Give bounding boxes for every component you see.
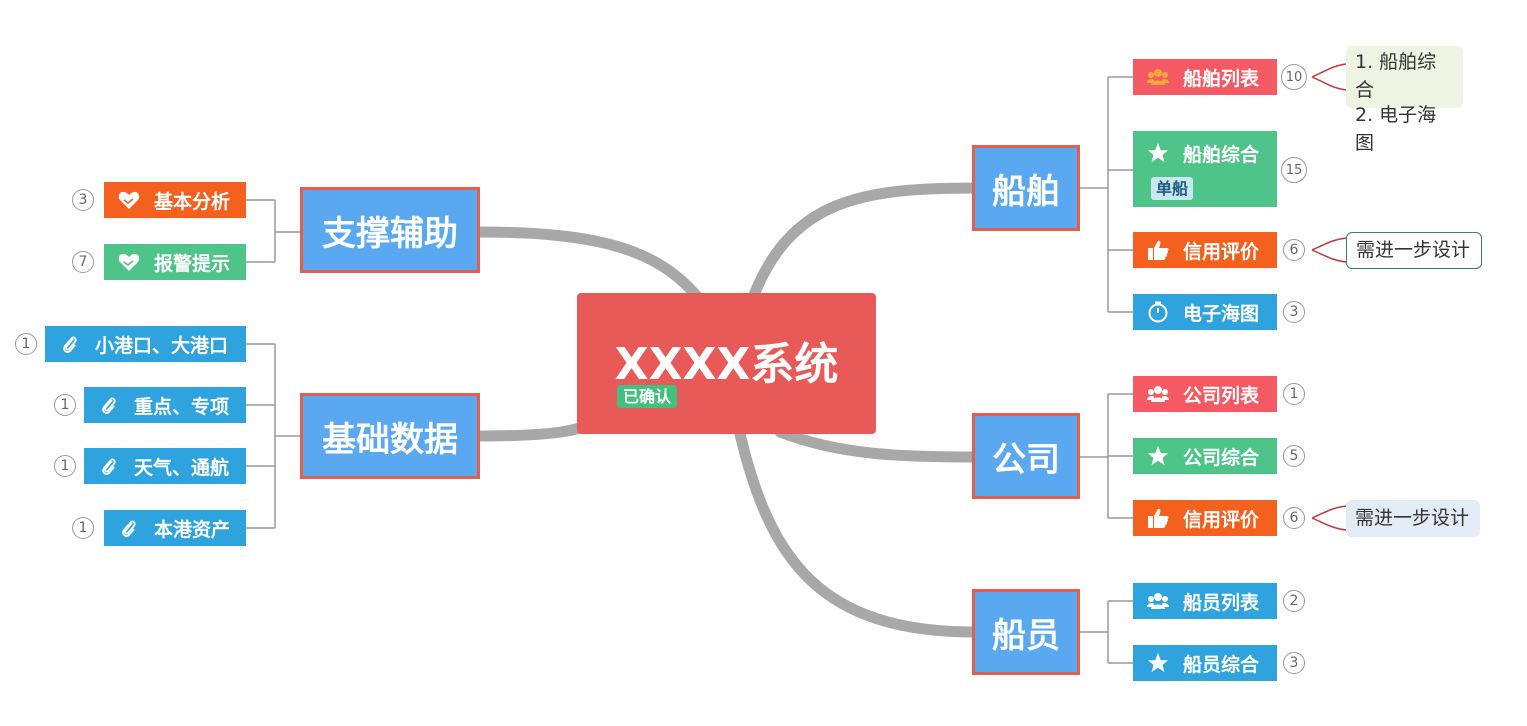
topic-crew-label: 船员 xyxy=(992,615,1060,656)
stopwatch-icon xyxy=(1147,301,1169,323)
status-badge: 已确认 xyxy=(617,385,678,408)
leaf-ship-overview[interactable]: 船舶综合 单船 xyxy=(1133,131,1277,207)
leaf-crew-list[interactable]: 船员列表 xyxy=(1133,583,1277,619)
count-badge: 1 xyxy=(1283,383,1305,405)
leaf-label: 电子海图 xyxy=(1183,302,1260,325)
topic-support-label: 支撑辅助 xyxy=(322,213,458,254)
leaf-alarm[interactable]: 报警提示 xyxy=(104,244,246,280)
count-badge: 3 xyxy=(1283,301,1305,323)
leaf-label: 船员列表 xyxy=(1183,591,1260,614)
note-bracket-3 xyxy=(1311,505,1347,531)
count-badge: 2 xyxy=(1283,590,1305,612)
count-badge: 1 xyxy=(54,394,76,416)
star-icon xyxy=(1147,445,1169,467)
note-bracket-1 xyxy=(1311,63,1347,91)
topic-ship-label: 船舶 xyxy=(992,171,1060,212)
note-company-credit[interactable]: 需进一步设计 xyxy=(1346,500,1480,537)
branch-crew xyxy=(734,428,981,638)
count-badge: 1 xyxy=(15,333,37,355)
twig-ship xyxy=(1080,76,1133,313)
count-badge: 3 xyxy=(1283,652,1305,674)
count-badge: 10 xyxy=(1281,64,1307,90)
topic-support[interactable]: 支撑辅助 xyxy=(300,187,480,273)
note-bracket-2 xyxy=(1311,237,1347,263)
leaf-crew-overview[interactable]: 船员综合 xyxy=(1133,645,1277,681)
count-badge: 15 xyxy=(1281,157,1307,183)
twig-crew xyxy=(1080,600,1133,664)
thumbs-up-icon xyxy=(1147,507,1169,529)
note-text: 需进一步设计 xyxy=(1356,239,1471,261)
leaf-label: 小港口、大港口 xyxy=(95,334,229,357)
note-text: 需进一步设计 xyxy=(1355,507,1470,529)
leaf-label: 船员综合 xyxy=(1183,653,1260,676)
leaf-ship-list[interactable]: 船舶列表 xyxy=(1133,59,1277,95)
topic-company-label: 公司 xyxy=(992,439,1060,480)
branch-support xyxy=(474,226,706,306)
note-line: 2. 电子海图 xyxy=(1355,104,1437,154)
leaf-label: 重点、专项 xyxy=(134,395,230,418)
count-badge: 1 xyxy=(72,517,94,539)
count-badge: 1 xyxy=(54,455,76,477)
count-badge: 6 xyxy=(1283,507,1305,529)
leaf-label: 船舶列表 xyxy=(1183,67,1260,90)
leaf-company-credit[interactable]: 信用评价 xyxy=(1133,500,1277,536)
count-badge: 3 xyxy=(72,189,94,211)
people-icon xyxy=(1147,66,1169,88)
leaf-ports[interactable]: 小港口、大港口 xyxy=(45,326,246,362)
leaf-electronic-chart[interactable]: 电子海图 xyxy=(1133,294,1277,330)
star-icon xyxy=(1147,652,1169,674)
leaf-key-projects[interactable]: 重点、专项 xyxy=(84,387,246,423)
leaf-label: 天气、通航 xyxy=(134,456,230,479)
twig-basic xyxy=(246,343,300,529)
people-icon xyxy=(1147,590,1169,612)
leaf-label: 基本分析 xyxy=(154,190,231,213)
paperclip-icon xyxy=(98,455,120,477)
handshake-heart-icon xyxy=(118,189,140,211)
count-badge: 5 xyxy=(1283,445,1305,467)
count-badge: 7 xyxy=(72,251,94,273)
count-badge: 6 xyxy=(1283,239,1305,261)
leaf-label: 报警提示 xyxy=(154,252,231,275)
leaf-label: 船舶综合 xyxy=(1183,143,1260,166)
topic-basic-data[interactable]: 基础数据 xyxy=(300,393,480,479)
paperclip-icon xyxy=(59,333,81,355)
leaf-label: 信用评价 xyxy=(1183,240,1260,263)
leaf-company-list[interactable]: 公司列表 xyxy=(1133,376,1277,412)
leaf-label: 公司列表 xyxy=(1183,384,1260,407)
topic-crew[interactable]: 船员 xyxy=(972,589,1080,675)
leaf-label: 信用评价 xyxy=(1183,508,1260,531)
leaf-port-assets[interactable]: 本港资产 xyxy=(104,510,246,546)
leaf-company-overview[interactable]: 公司综合 xyxy=(1133,438,1277,474)
twig-company xyxy=(1080,393,1133,519)
note-line: 1. 船舶综合 xyxy=(1355,51,1437,101)
topic-basic-data-label: 基础数据 xyxy=(322,419,458,460)
leaf-ship-credit[interactable]: 信用评价 xyxy=(1133,232,1277,268)
leaf-label: 本港资产 xyxy=(154,518,231,541)
root-topic[interactable]: XXXX系统 已确认 xyxy=(577,293,876,434)
branch-ship xyxy=(746,182,981,306)
people-icon xyxy=(1147,383,1169,405)
topic-ship[interactable]: 船舶 xyxy=(972,145,1080,231)
paperclip-icon xyxy=(98,394,120,416)
topic-company[interactable]: 公司 xyxy=(972,413,1080,499)
twig-support xyxy=(246,199,300,263)
leaf-weather[interactable]: 天气、通航 xyxy=(84,448,246,484)
star-icon xyxy=(1147,142,1169,164)
leaf-label: 公司综合 xyxy=(1183,446,1260,469)
handshake-heart-icon xyxy=(118,251,140,273)
paperclip-icon xyxy=(118,517,140,539)
root-title: XXXX系统 xyxy=(614,338,839,390)
single-ship-tag: 单船 xyxy=(1151,176,1194,200)
thumbs-up-icon xyxy=(1147,239,1169,261)
branch-company xyxy=(774,426,981,463)
note-ship-credit[interactable]: 需进一步设计 xyxy=(1346,232,1482,269)
leaf-basic-analysis[interactable]: 基本分析 xyxy=(104,182,246,218)
note-ship-list[interactable]: 1. 船舶综合 2. 电子海图 xyxy=(1346,46,1463,154)
